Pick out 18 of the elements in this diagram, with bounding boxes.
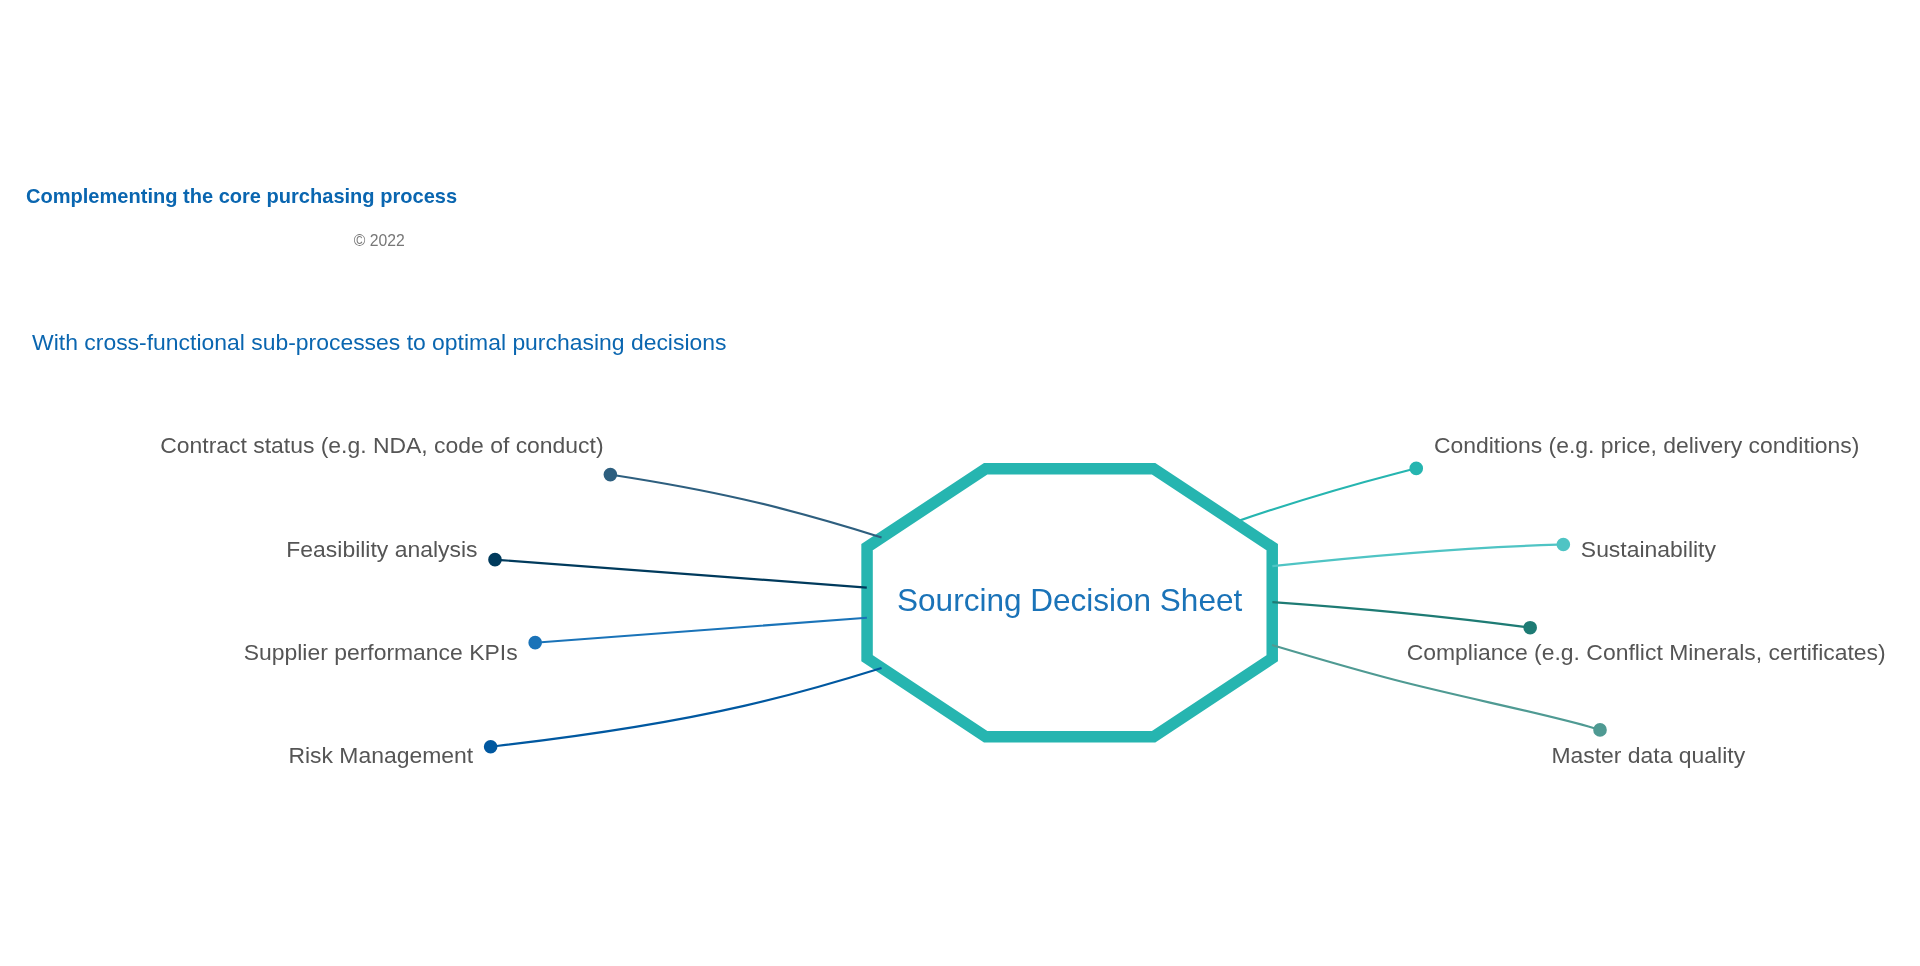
diagram-title: Complementing the core purchasing process (25, 185, 458, 208)
label: With cross-functional sub-processes to optimal purchasing decisions (32, 329, 727, 356)
connector (488, 552, 867, 589)
node-text: Supplier performance KPIs (243, 638, 518, 665)
connector (1271, 644, 1607, 737)
connector (1272, 601, 1537, 635)
node-text: Sustainability (1580, 535, 1716, 562)
node-text: Risk Management (288, 741, 474, 768)
label: © 2022 (353, 231, 405, 249)
node-text: Compliance (e.g. Conflict Minerals, certificates) (1406, 638, 1886, 665)
node-text: Conditions (e.g. price, delivery conditions) (1433, 432, 1860, 459)
connector (603, 467, 882, 539)
node-text: Contract status (e.g. NDA, code of conduct) (160, 432, 604, 459)
connector (528, 616, 867, 650)
connector (483, 666, 882, 754)
node-text: Master data quality (1551, 741, 1746, 768)
node-text: Feasibility analysis (286, 535, 478, 562)
connector (1272, 537, 1571, 568)
